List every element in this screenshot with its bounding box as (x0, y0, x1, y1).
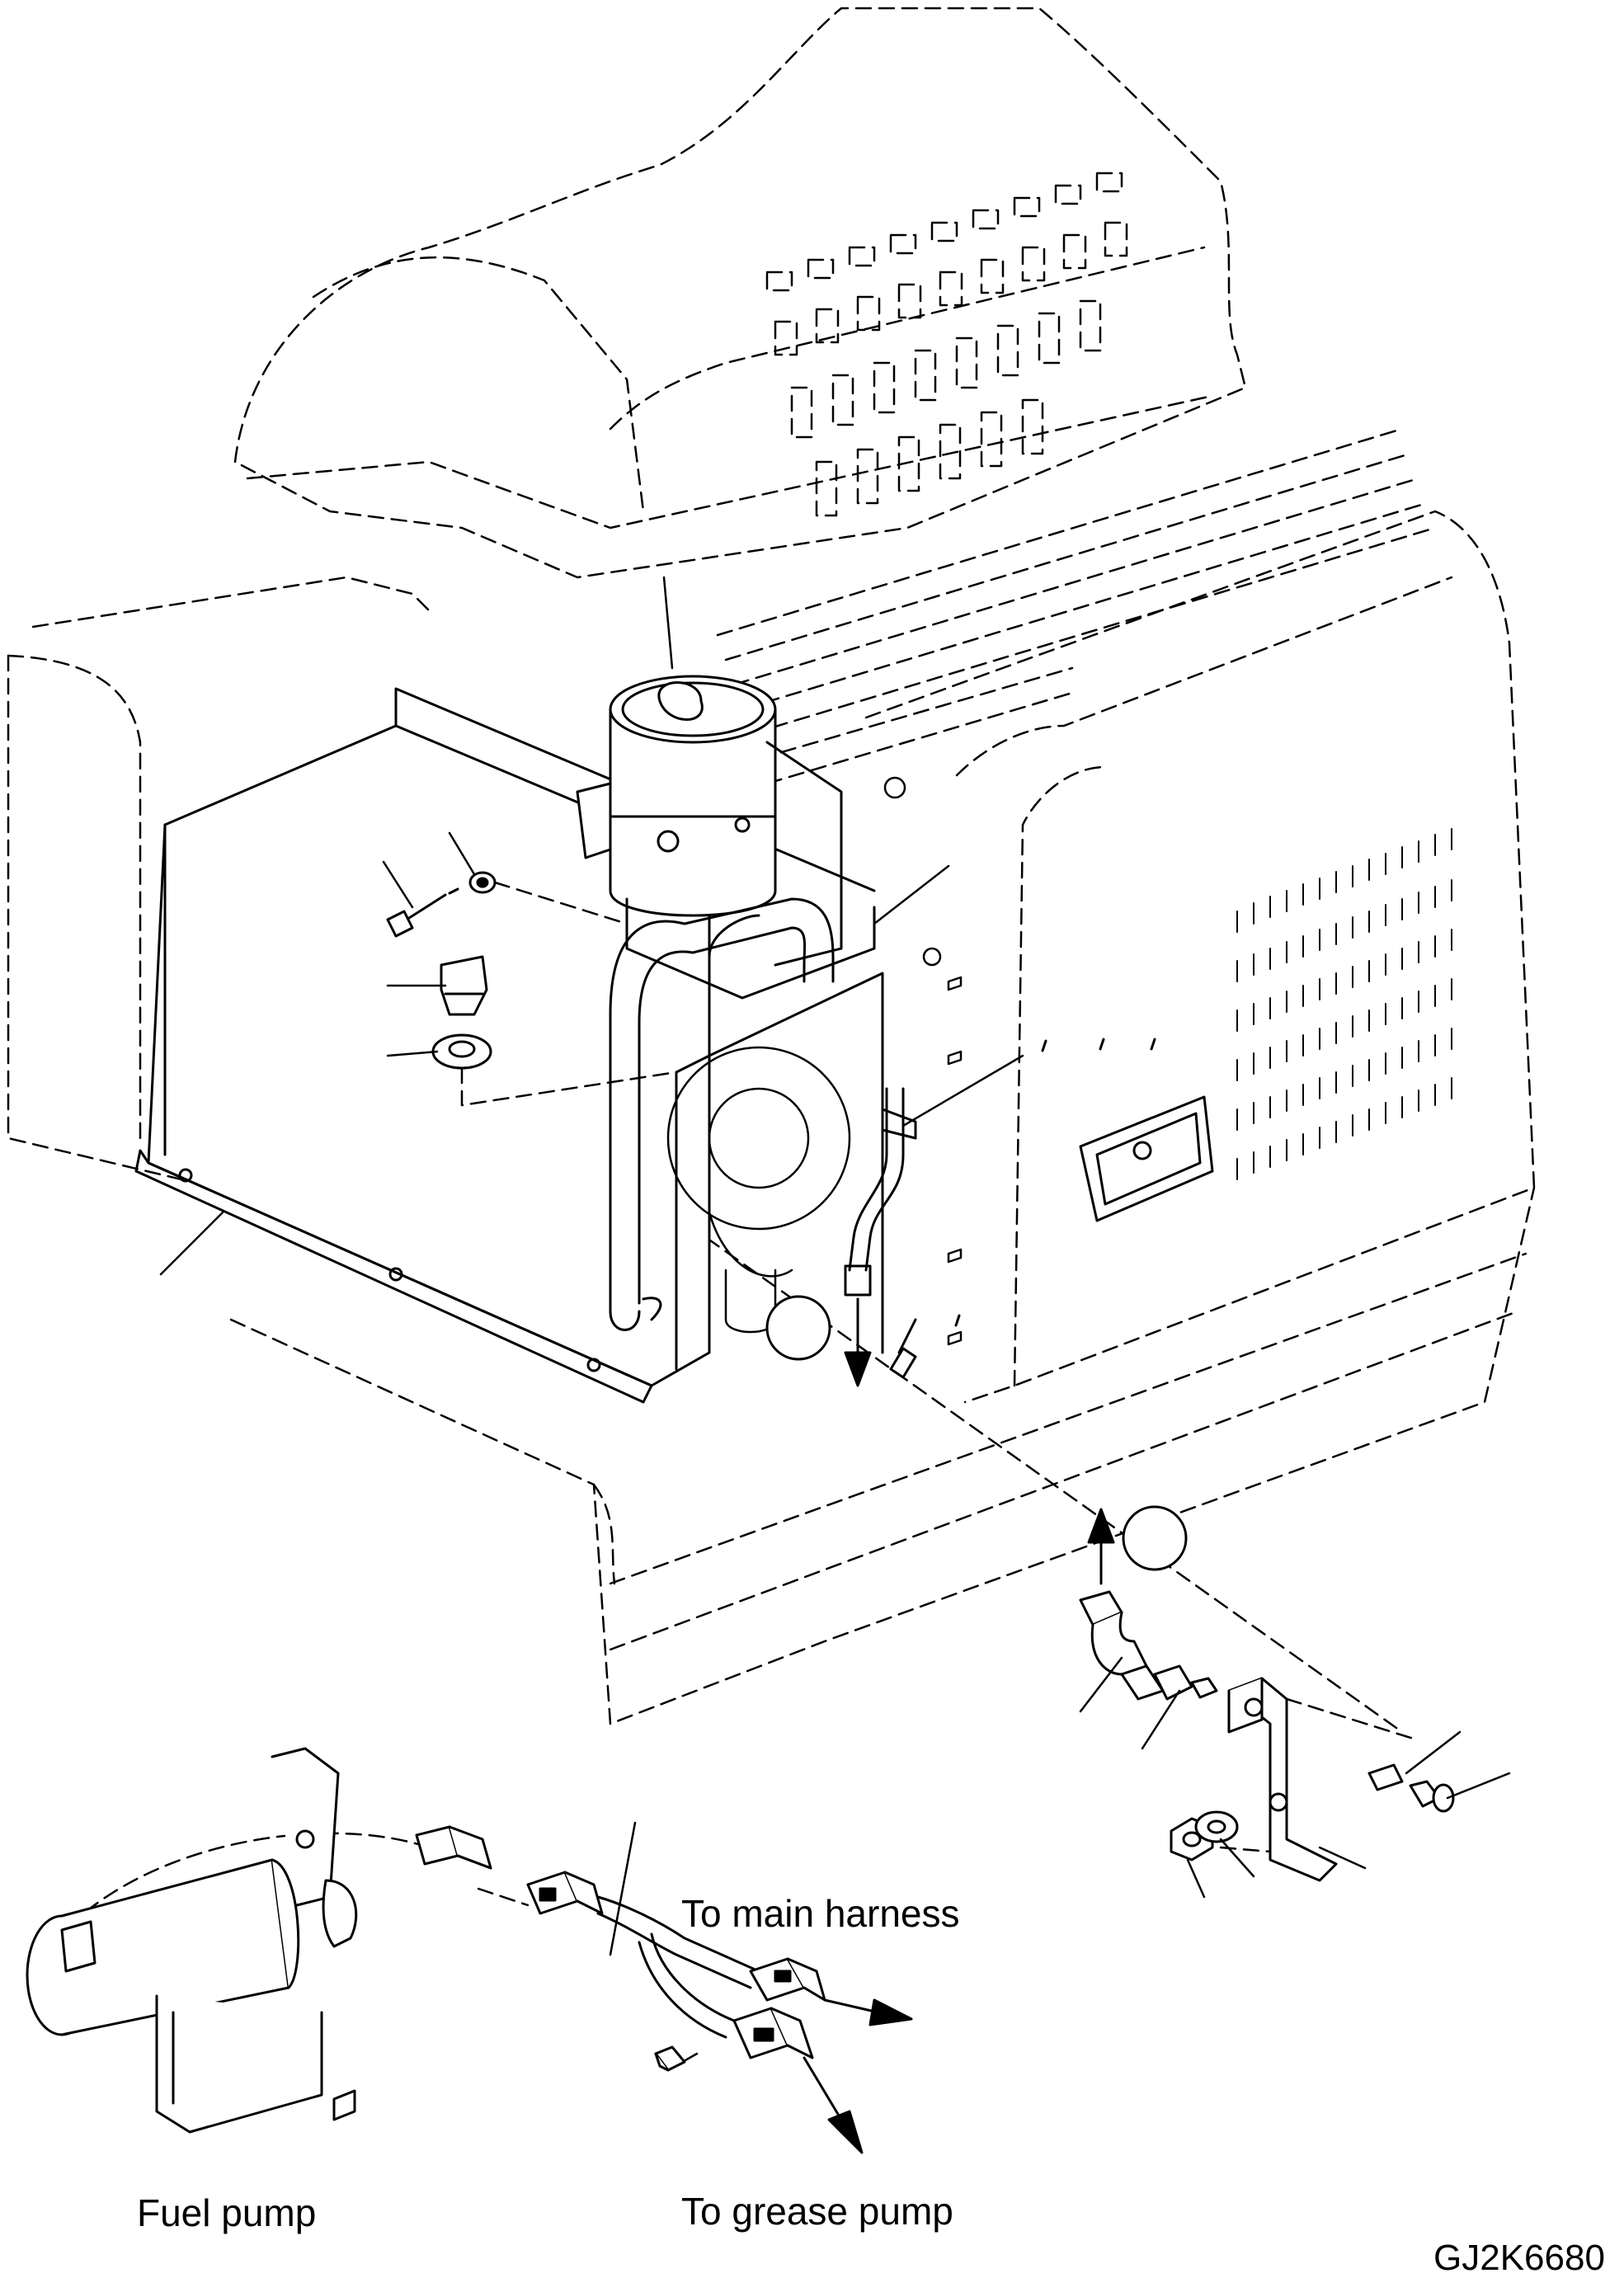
phantom-harness (58, 1832, 431, 1973)
grill-ribs (716, 427, 1437, 785)
arrow-down (844, 1297, 872, 1387)
wiring-harness (596, 1895, 760, 2039)
bolt-small (386, 887, 459, 938)
mounting-bracket (1227, 1677, 1338, 1882)
fuel-hose (844, 1087, 917, 1297)
arrow-to-main-harness (823, 1998, 913, 2026)
callout-circle-b (1122, 1505, 1188, 1571)
bolt-large (440, 955, 488, 1016)
tank-bottom-flange (134, 1149, 653, 1404)
left-body-outline (7, 654, 464, 1181)
panel-screw (889, 1318, 917, 1379)
label-to-grease-pump: To grease pump (681, 2190, 953, 2233)
panel-studs (883, 776, 963, 1346)
elbow-fitting (1079, 1590, 1165, 1701)
callout-comma-marks (954, 1038, 1156, 1327)
connector-to-grease-pump (732, 2007, 814, 2059)
engine-hood-outline (233, 7, 1247, 579)
adapter-fitting (1153, 1664, 1218, 1701)
label-fuel-pump: Fuel pump (137, 2191, 317, 2234)
drawing-code: GJ2K6680 (1433, 2238, 1605, 2278)
breather-pipe (609, 897, 835, 1331)
washer-fitting (1194, 1810, 1239, 1843)
grease-nipple (1367, 1763, 1455, 1813)
arrow-to-grease-pump (803, 2056, 864, 2154)
harness-connector-pump (415, 1825, 492, 1870)
label-to-main-harness: To main harness (681, 1892, 960, 1935)
callout-circle-a (765, 1295, 831, 1361)
side-panel-perforations (1236, 828, 1452, 1180)
right-cover-outline (864, 510, 1536, 1404)
canister-bracket (625, 741, 876, 1000)
harness-clip (654, 2045, 686, 2072)
arrow-up (1087, 1508, 1115, 1585)
lower-frame-outline (229, 1186, 1536, 1725)
engine-pulley (666, 1046, 851, 1334)
hood-vent-slots (765, 172, 1128, 517)
connector-to-main-harness (749, 1957, 826, 2002)
fuel-pump (26, 1747, 358, 2134)
fuel-filter-canister (576, 675, 777, 917)
machine-outline-phantom (7, 7, 1536, 1973)
harness-connector-main (526, 1871, 604, 1915)
door-handle (1079, 1095, 1214, 1222)
